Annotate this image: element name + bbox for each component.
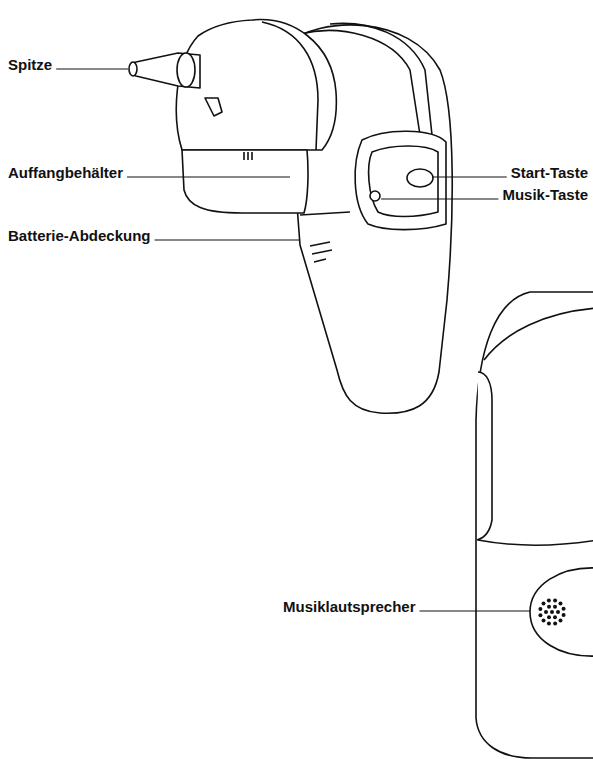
grille-hole: [538, 613, 542, 617]
leader-line: [127, 177, 290, 178]
grille-hole: [556, 610, 560, 614]
music-button: [370, 191, 380, 201]
speaker-housing: [530, 568, 593, 656]
leader-line: [381, 199, 498, 200]
grille-hole: [547, 605, 551, 609]
container: [182, 150, 308, 213]
leader-line: [56, 69, 128, 70]
grille-hole: [553, 605, 557, 609]
handle-seam: [300, 212, 350, 215]
grille-hole: [547, 622, 551, 626]
front-device: [129, 20, 452, 414]
part-label: Musiklautsprecher: [283, 598, 416, 615]
grille-hole: [542, 619, 546, 623]
vent: [244, 152, 252, 160]
tip-collar: [177, 53, 195, 87]
grille-hole: [559, 618, 563, 622]
back-shell: [476, 292, 593, 758]
grille-hole: [558, 601, 562, 605]
grille-hole: [541, 602, 545, 606]
grille-hole: [562, 607, 566, 611]
leader-line: [432, 177, 507, 178]
grille-hole: [547, 598, 551, 602]
grille-hole: [553, 598, 557, 602]
start-button: [407, 169, 433, 187]
part-label: Batterie-Abdeckung: [8, 227, 151, 244]
leader-line: [155, 240, 300, 241]
part-label: Start-Taste: [511, 164, 588, 181]
nozzle-hook: [205, 98, 222, 116]
back-side-strip: [477, 372, 492, 540]
grille-hole: [538, 607, 542, 611]
tip-opening: [129, 62, 137, 76]
top-band-inner: [330, 23, 432, 135]
tip-cone: [131, 53, 200, 88]
back-seam: [478, 540, 593, 545]
speaker-grille: [538, 598, 565, 625]
back-top-curve: [484, 308, 593, 360]
part-label: Musik-Taste: [502, 186, 588, 203]
button-panel: [355, 131, 446, 229]
handle-vents: [310, 242, 332, 262]
head-ridge: [262, 22, 318, 150]
panel-inner: [369, 146, 438, 217]
grille-hole: [544, 610, 548, 614]
part-label: Auffangbehälter: [8, 164, 123, 181]
part-label: Spitze: [8, 56, 52, 73]
grille-hole: [547, 615, 551, 619]
leader-line: [420, 611, 530, 612]
grille-hole: [553, 622, 557, 626]
grille-hole: [562, 613, 566, 617]
grille-hole: [553, 615, 557, 619]
grille-hole: [550, 610, 554, 614]
back-device: [476, 292, 593, 758]
